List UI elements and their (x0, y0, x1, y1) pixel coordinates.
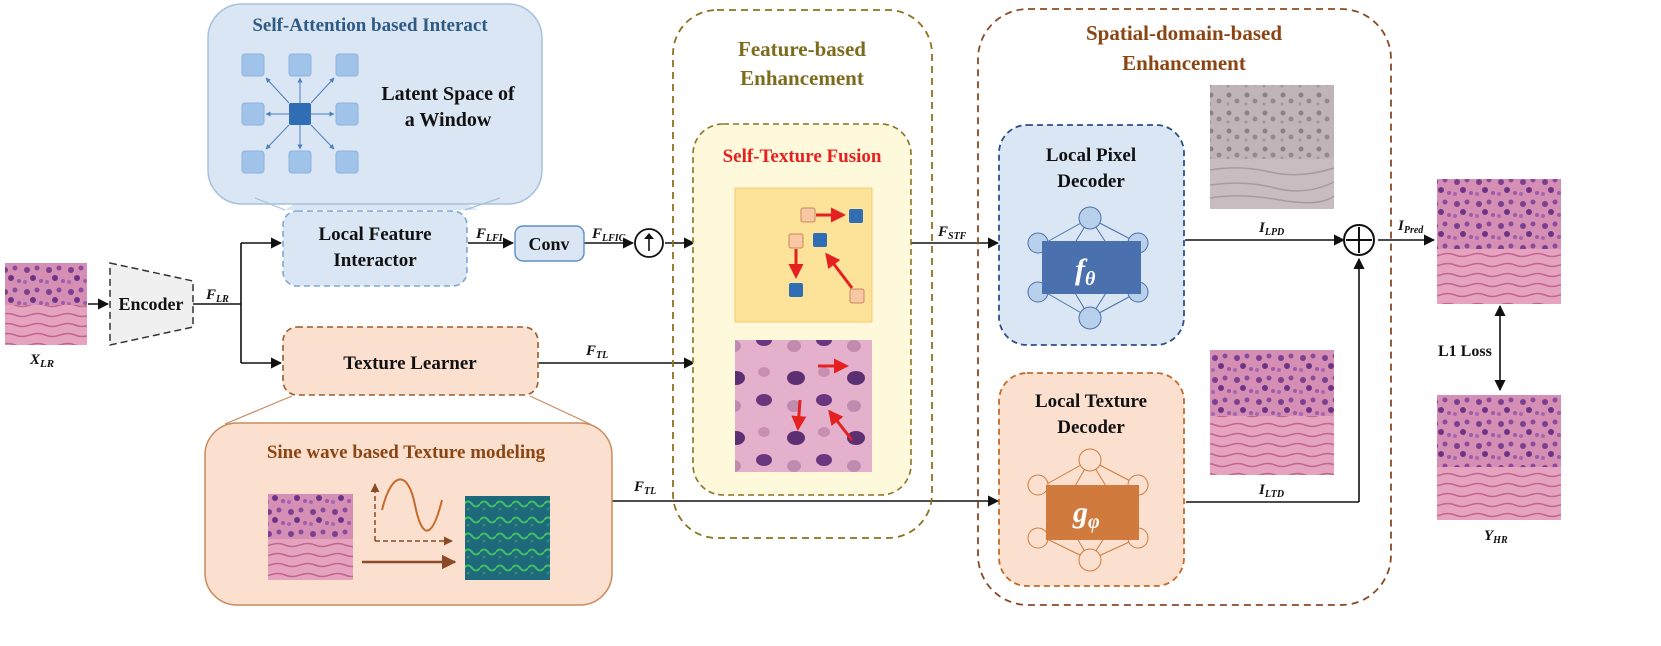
encoder-label: Encoder (119, 294, 184, 314)
y-hr-label: YHR (1484, 528, 1508, 546)
x-lr-label: XLR (29, 352, 54, 370)
pixel-decoder-network-icon (1027, 206, 1149, 330)
sine-wave-panel: Sine wave based Texture modeling (204, 395, 613, 606)
conv-block (514, 225, 585, 262)
spatial-enhancement-title-line1: Spatial-domain-based (1086, 21, 1282, 45)
prediction-image (1437, 179, 1561, 304)
conv-label: Conv (528, 234, 569, 254)
local-pixel-decoder-line2: Decoder (1057, 171, 1125, 192)
latent-space-label-line2: a Window (405, 109, 492, 131)
f-stf-label: FSTF (937, 224, 967, 242)
local-feature-interactor-line1: Local Feature (318, 224, 431, 245)
center-token (289, 103, 311, 125)
sine-wave-title: Sine wave based Texture modeling (267, 442, 546, 463)
local-feature-interactor (282, 210, 468, 287)
feature-enhancement-title-line2: Enhancement (740, 66, 864, 90)
self-texture-fusion-title: Self-Texture Fusion (723, 146, 882, 167)
self-attention-panel: Self-Attention based Interact (207, 3, 543, 211)
i-ltd-label: ILTD (1258, 482, 1284, 500)
local-texture-decoder-line2: Decoder (1057, 417, 1125, 438)
encoder-block (109, 262, 194, 346)
ground-truth-image (1437, 395, 1561, 520)
input-image-xlr (5, 263, 87, 345)
upsample-icon (634, 228, 664, 258)
texture-decoder-network-icon (1027, 448, 1149, 572)
f-lr-label: FLR (205, 287, 229, 305)
spatial-enhancement-panel (977, 8, 1392, 606)
local-texture-decoder-line1: Local Texture (1035, 391, 1147, 412)
feature-enhancement-title-line1: Feature-based (738, 37, 866, 61)
f-tl-label: FTL (585, 343, 608, 361)
local-pixel-decoder-line1: Local Pixel (1046, 145, 1136, 166)
fusion-tissue-image (735, 340, 872, 472)
self-attention-title: Self-Attention based Interact (252, 15, 488, 36)
connections (88, 234, 1506, 507)
sum-node-icon (1343, 224, 1375, 256)
feature-enhancement-panel (672, 9, 933, 539)
i-ltd-image (1210, 350, 1334, 475)
f-lfi-label: FLFI (475, 226, 504, 244)
spatial-enhancement-title-line2: Enhancement (1122, 51, 1246, 75)
latent-grid (241, 53, 359, 174)
texture-learner (282, 326, 539, 396)
fusion-token-diagram (734, 187, 873, 323)
texture-input-image (268, 494, 353, 580)
i-lpd-image (1209, 85, 1335, 209)
g-phi-label: gφ (1072, 496, 1100, 533)
i-lpd-label: ILPD (1258, 220, 1284, 238)
latent-space-label-line1: Latent Space of (381, 83, 515, 105)
local-feature-interactor-line2: Interactor (333, 250, 417, 271)
sine-curve-icon (370, 478, 453, 546)
i-pred-label: IPred (1397, 218, 1424, 236)
texture-output-image (465, 496, 550, 580)
l1-loss-label: L1 Loss (1438, 343, 1492, 360)
f-lfic-label: FLFIC (591, 226, 626, 244)
f-tl-label-2: FTL (633, 479, 656, 497)
f-theta-label: fθ (1075, 253, 1096, 290)
texture-learner-label: Texture Learner (343, 353, 477, 374)
